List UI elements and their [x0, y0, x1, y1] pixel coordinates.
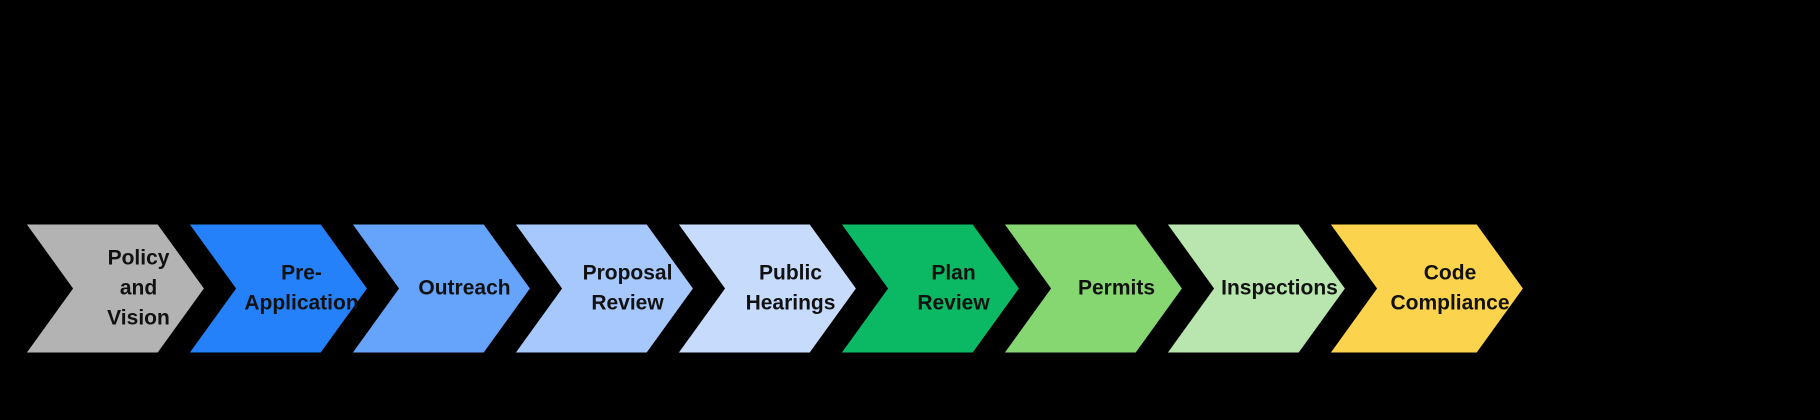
chevron-step-code-compliance[interactable] [1321, 219, 1530, 358]
chevron-step-proposal-review[interactable] [506, 219, 700, 358]
chevron-step-public-hearings[interactable] [669, 219, 863, 358]
chevron-step-pre-application[interactable] [180, 219, 374, 358]
chevron-step-permits[interactable] [995, 219, 1189, 358]
chevron-step-inspections[interactable] [1158, 219, 1352, 358]
chevron-step-outreach[interactable] [343, 219, 537, 358]
chevron-step-plan-review[interactable] [832, 219, 1026, 358]
chevron-step-policy-and-vision[interactable] [17, 219, 211, 358]
